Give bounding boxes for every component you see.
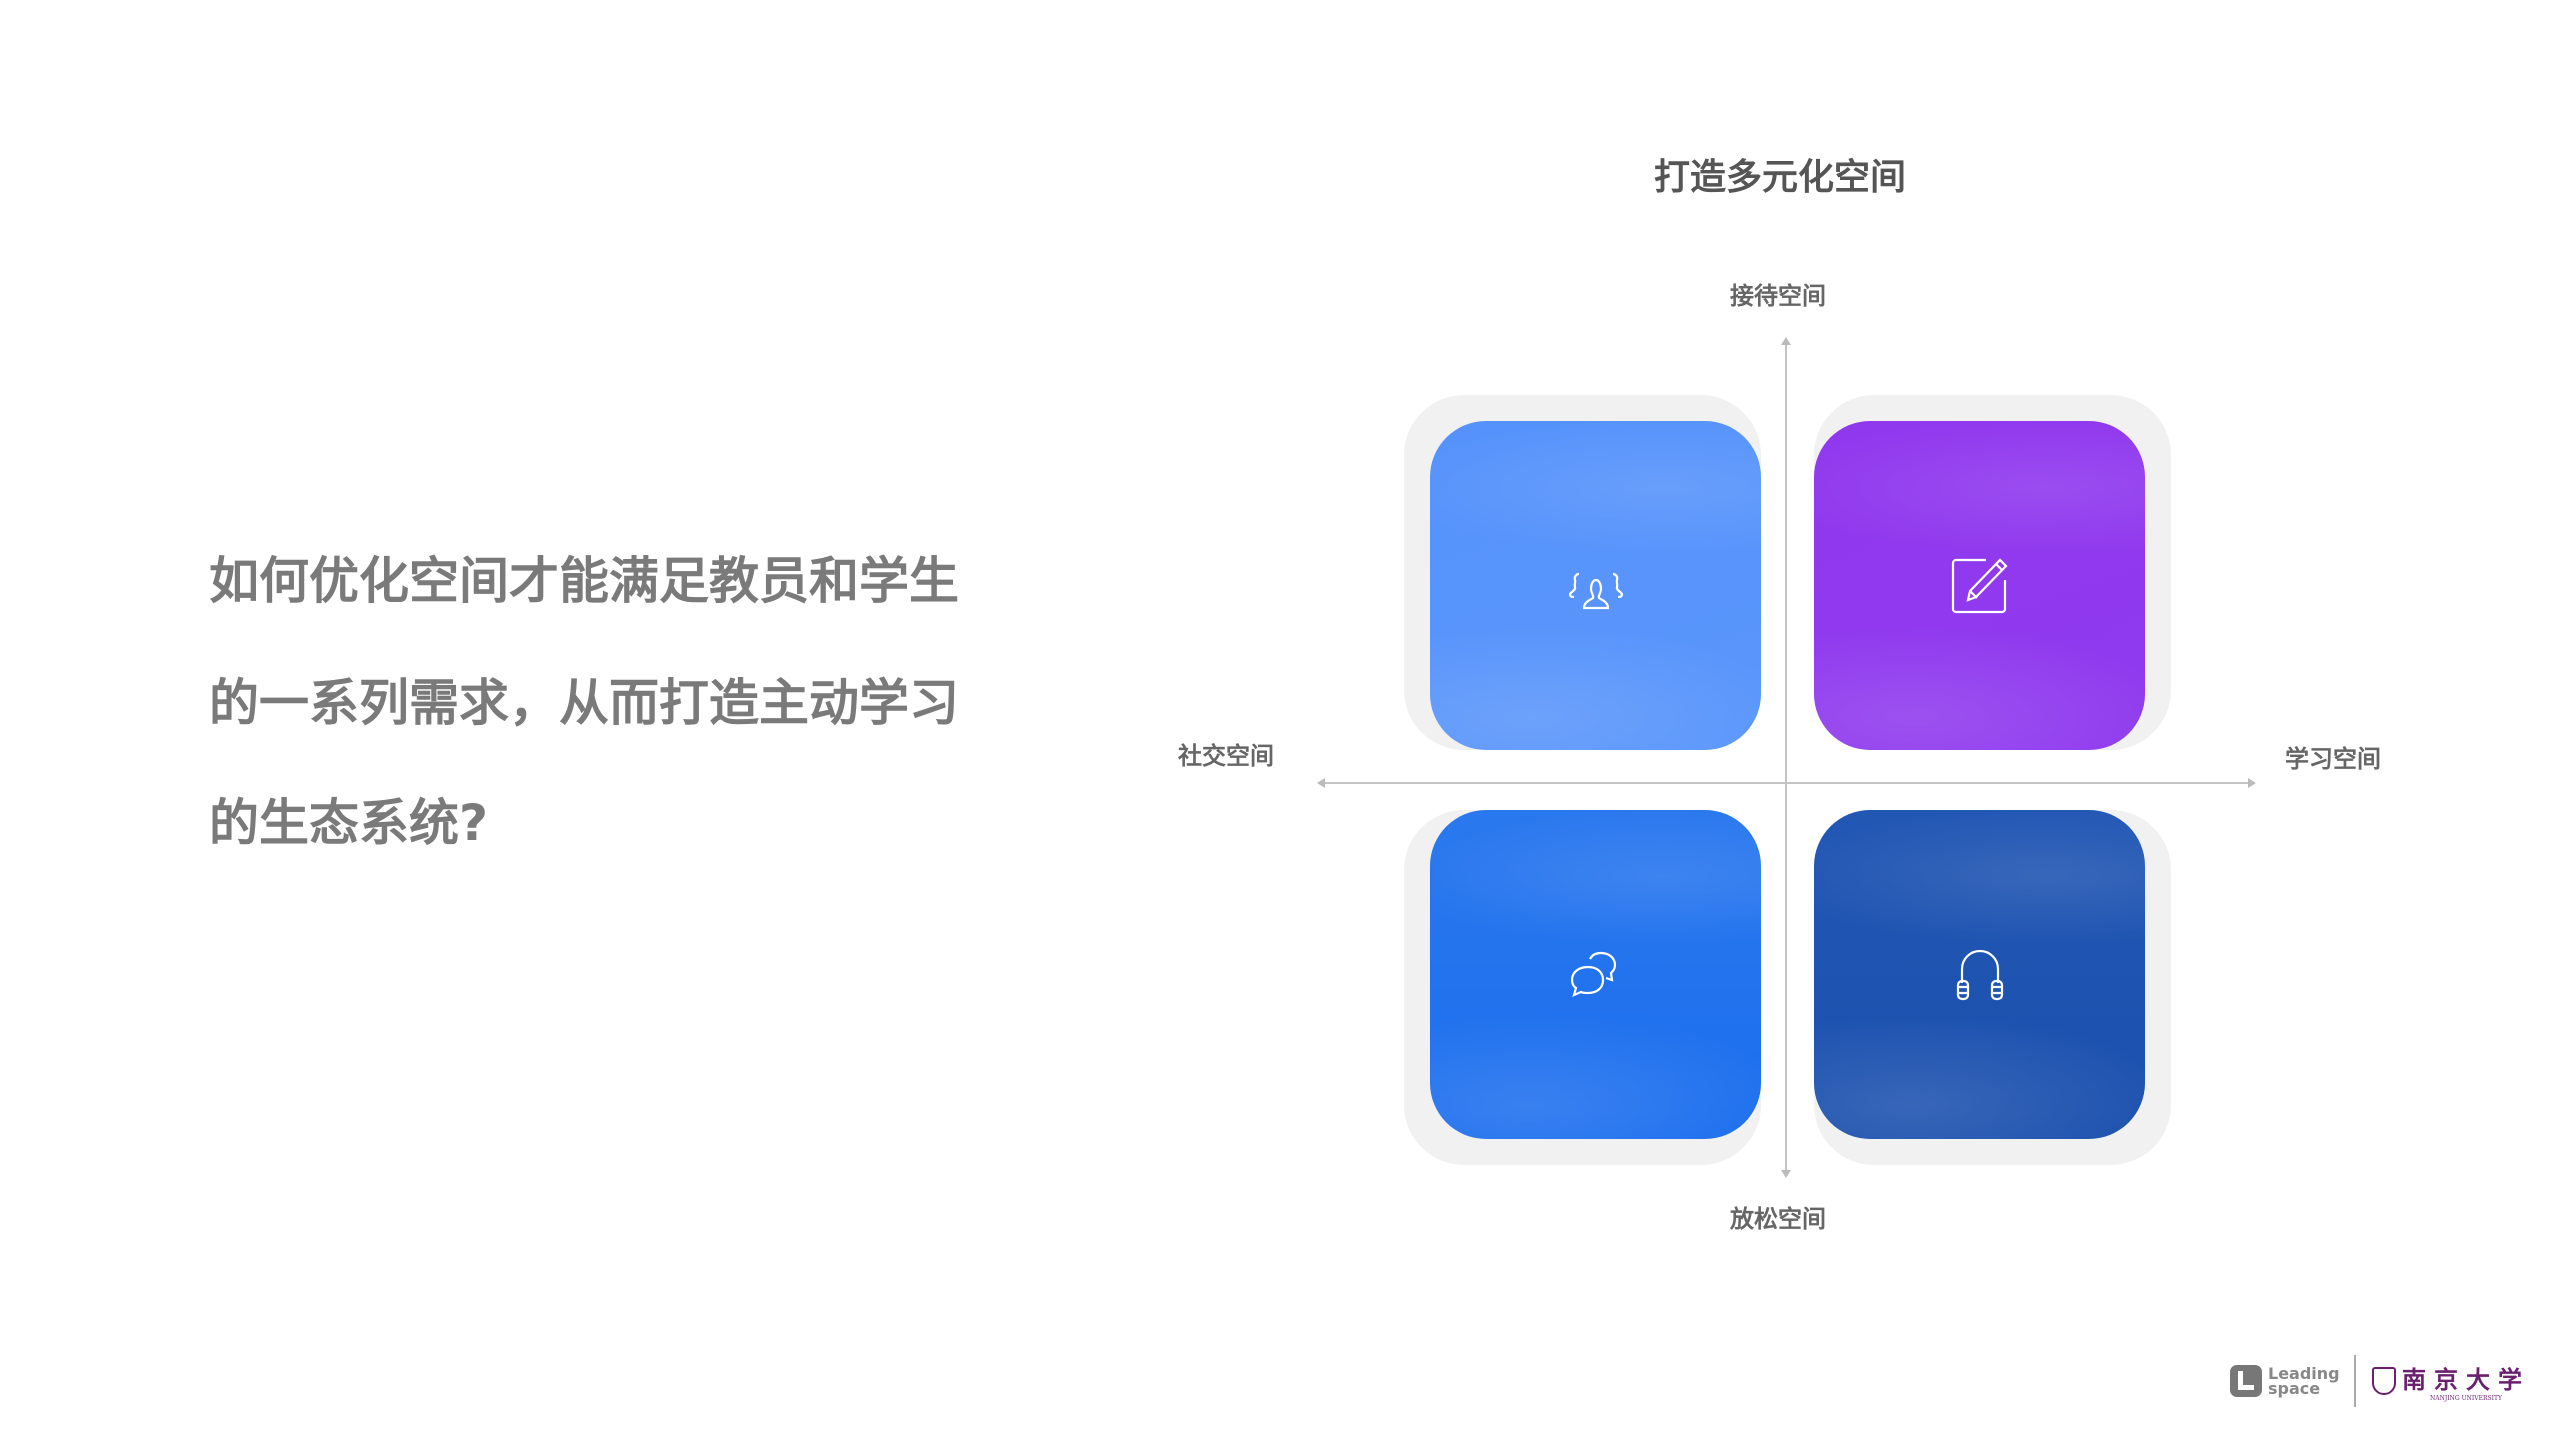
- logo-divider: [2354, 1355, 2356, 1407]
- university-name-cn: 南京大学: [2402, 1365, 2530, 1394]
- question-line-2: 的一系列需求，从而打造主动学习: [209, 674, 959, 732]
- headphones-icon: [1956, 949, 2003, 1000]
- arrow-right-icon: [2248, 778, 2256, 788]
- edit-note-icon: [1951, 557, 2008, 613]
- quadrant-card-social-reception[interactable]: [1430, 421, 1761, 750]
- quadrant-card-reception-learning[interactable]: [1814, 421, 2145, 750]
- quadrant-card-social-relax[interactable]: [1430, 810, 1761, 1139]
- leading-space-mark-icon: [2230, 1365, 2262, 1397]
- diagram-title: 打造多元化空间: [1653, 157, 1906, 198]
- arrow-up-icon: [1781, 337, 1791, 345]
- question-line-1: 如何优化空间才能满足教员和学生: [209, 552, 959, 610]
- axis-label-top: 接待空间: [1730, 282, 1826, 310]
- arrow-down-icon: [1781, 1170, 1791, 1178]
- vertical-axis: [1785, 343, 1787, 1172]
- axis-label-right: 学习空间: [2285, 745, 2381, 773]
- leading-space-text: Leading space: [2268, 1364, 2340, 1398]
- arrow-left-icon: [1317, 778, 1325, 788]
- axis-label-bottom: 放松空间: [1730, 1205, 1826, 1233]
- horizontal-axis: [1323, 782, 2250, 784]
- nanjing-university-logo: 南京大学 NANJING UNIVERSITY: [2372, 1360, 2530, 1402]
- question-line-3: 的生态系统?: [209, 794, 489, 852]
- chat-bubbles-icon: [1570, 951, 1616, 997]
- axis-label-left: 社交空间: [1178, 742, 1274, 770]
- leading-space-logo: Leading space: [2230, 1364, 2340, 1398]
- people-group-icon: [1568, 572, 1623, 609]
- university-name-en: NANJING UNIVERSITY: [2430, 1395, 2502, 1402]
- footer-logos: Leading space 南京大学 NANJING UNIVERSITY: [2230, 1355, 2530, 1407]
- university-crest-icon: [2372, 1367, 2396, 1395]
- quadrant-card-learning-relax[interactable]: [1814, 810, 2145, 1139]
